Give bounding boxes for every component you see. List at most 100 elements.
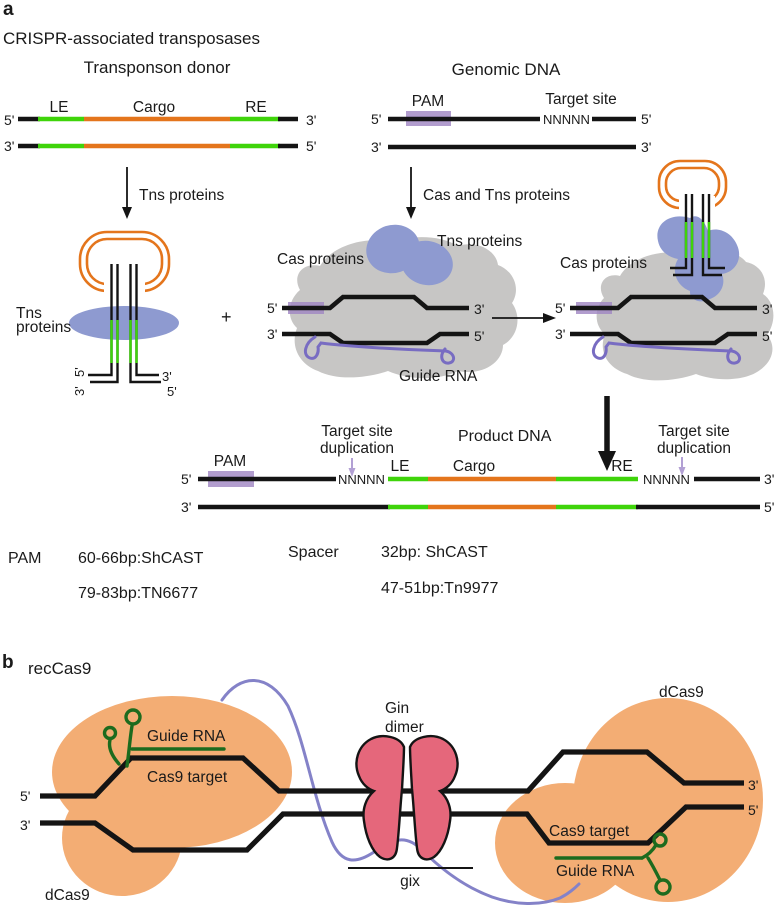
rloop-top-strand: [570, 294, 757, 311]
b-left-3: 3': [20, 817, 30, 833]
pam-label: PAM: [412, 93, 444, 110]
panel-a-tag: a: [3, 0, 14, 20]
loop-opening: [104, 279, 145, 293]
guide-rna-strand: [303, 335, 455, 365]
cas9-target-label-left: Cas9 target: [147, 769, 228, 786]
cas-proteins-label: Cas proteins: [560, 255, 647, 272]
donor-bot-5: 5': [306, 138, 316, 154]
transpososome: Tns proteins 5' 3' 3' 5': [16, 230, 179, 399]
cargo-label: Cargo: [453, 458, 495, 475]
spacer-stat-2: 47-51bp:Tn9977: [381, 580, 499, 597]
b-right-3: 3': [748, 777, 758, 793]
guide-rna-loop: [102, 725, 118, 741]
rloop-bot-3: 3': [555, 326, 565, 342]
tns-protein-blob: [401, 240, 453, 286]
cas9-target-label-right: Cas9 target: [549, 823, 630, 840]
panel-b: b recCas9 Guide RNA Cas9 target 5' 3' dC…: [2, 652, 763, 906]
product-top-3: 3': [764, 471, 774, 487]
tsd-left: Target site duplication: [320, 423, 394, 477]
tsd-line2: duplication: [657, 440, 731, 457]
product-top-5: 5': [181, 471, 191, 487]
cas-protein-blob: [596, 250, 774, 381]
tns-protein-blob: [657, 216, 740, 302]
guide-rna-right: Guide RNA: [554, 832, 672, 896]
size-annotations: PAM 60-66bp:ShCAST 79-83bp:TN6677 Spacer…: [8, 544, 499, 602]
product-bot-5: 5': [764, 499, 774, 515]
arrow-to-insertion: [492, 313, 556, 323]
rloop-bot-3: 3': [267, 326, 277, 342]
arrow-head: [543, 313, 556, 323]
rloop-top-strand: [282, 294, 469, 311]
rloop-top-3: 3': [762, 301, 772, 317]
guide-rna-left: Guide RNA: [102, 708, 226, 768]
panel-b-title: recCas9: [28, 659, 91, 678]
gin-dimer: Gin dimer: [355, 700, 459, 861]
target-site-label: Target site: [545, 91, 617, 108]
end-5-rot: 5': [72, 367, 87, 377]
donor-top-3: 3': [306, 112, 316, 128]
genomic-top-5r: 5': [641, 111, 651, 127]
loop-opening: [679, 196, 715, 210]
dna-top-strand: [40, 749, 744, 799]
strand-left-inner: [90, 264, 119, 384]
gin-label-1: Gin: [385, 700, 409, 717]
guide-rna-loop: [652, 832, 668, 848]
guide-rna-stem: [107, 738, 121, 766]
panel-a: a CRISPR-associated transposases Transpo…: [3, 0, 774, 602]
tns-proteins-label: Tns proteins: [437, 233, 523, 250]
arrow-head: [122, 207, 132, 219]
tsd-line1: Target site: [658, 423, 730, 440]
product-dna-label: Product DNA: [458, 428, 552, 445]
guide-rna-strand: [591, 335, 741, 365]
donor-top-5: 5': [4, 112, 14, 128]
tns-protein-blob: [69, 306, 179, 340]
end-3: 3': [162, 369, 172, 384]
donor-title: Transponson donor: [84, 58, 231, 77]
arrow-product: [598, 396, 616, 471]
dcas9-label-right: dCas9: [659, 684, 704, 701]
arrow-head: [598, 451, 616, 471]
strand-right-outer: [707, 194, 725, 270]
re-label: RE: [245, 99, 267, 116]
rloop-top-5: 5': [555, 300, 565, 316]
dcas9-blob-left-lobe: [62, 780, 182, 896]
plus-sign: +: [221, 307, 232, 327]
rloop-top-3: 3': [474, 301, 484, 317]
guide-rna-stem: [640, 843, 658, 860]
rloop-bot-5: 5': [762, 328, 772, 344]
genomic-bot-3: 3': [371, 139, 381, 155]
product-dna: PAM LE Cargo RE 5' NNNNN NNNNN 3' 3' 5': [181, 453, 774, 515]
tns-label-2: proteins: [16, 319, 71, 336]
end-5: 5': [167, 384, 177, 399]
b-left-5: 5': [20, 788, 30, 804]
b-right-5: 5': [748, 802, 758, 818]
pam-stat-title: PAM: [8, 550, 41, 567]
arrow-tns: Tns proteins: [122, 167, 225, 219]
product-nnnnn-right: NNNNN: [643, 472, 690, 487]
rloop-top-5: 5': [267, 300, 277, 316]
spacer-stat-title: Spacer: [288, 544, 339, 561]
arrow-cas-tns-label: Cas and Tns proteins: [423, 187, 570, 204]
rloop-bottom-strand: [570, 331, 757, 346]
strand-left-inner: [673, 194, 694, 277]
tsd-right: Target site duplication: [657, 423, 731, 476]
cargo-label: Cargo: [133, 99, 175, 116]
genomic-nnnnn: NNNNN: [543, 112, 590, 127]
dna-bottom-strand: [40, 804, 744, 853]
end-3-rot: 3': [72, 386, 87, 396]
arrow-cas-tns: Cas and Tns proteins: [406, 167, 570, 219]
strand-right-inner: [129, 264, 161, 384]
donor-bot-3: 3': [4, 138, 14, 154]
panel-a-title: CRISPR-associated transposases: [3, 29, 260, 48]
tns-label-1: Tns: [16, 305, 42, 322]
guide-rna-label: Guide RNA: [399, 368, 478, 385]
re-label: RE: [611, 458, 633, 475]
tsd-arrow-head: [678, 467, 686, 476]
le-label: LE: [50, 99, 69, 116]
strand-left-outer: [88, 264, 113, 377]
dcas9-label-left: dCas9: [45, 887, 90, 904]
product-nnnnn-left: NNNNN: [338, 472, 385, 487]
transposon-donor: LE Cargo RE 5' 3' 3' 5': [4, 99, 316, 154]
